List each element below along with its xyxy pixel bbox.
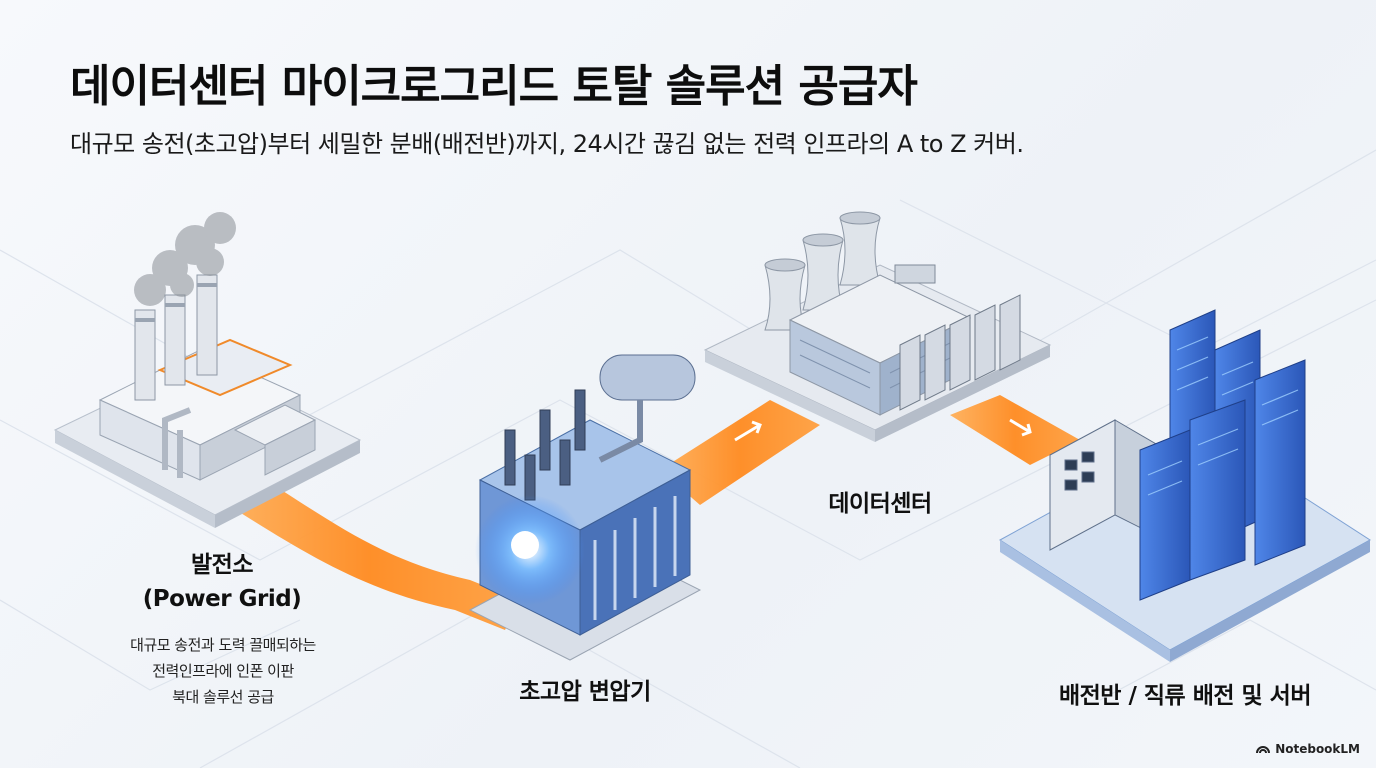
flow-band-datacenter-to-distribution — [950, 395, 1080, 465]
power-plant-desc-line-2: 전력인프라에 인폰 이판 — [152, 662, 294, 680]
power-plant-name-en: (Power Grid) — [142, 586, 302, 612]
power-plant-label: 발전소 (Power Grid) — [112, 548, 332, 616]
power-plant-description: 대규모 송전과 도력 끌매되하는 전력인프라에 인폰 이판 북대 솔루선 공급 — [78, 632, 368, 710]
power-plant-illustration — [53, 212, 362, 528]
power-plant-desc-line-1: 대규모 송전과 도력 끌매되하는 — [130, 636, 316, 654]
notebooklm-branding: NotebookLM — [1256, 742, 1360, 756]
transformer-illustration — [468, 354, 702, 661]
datacenter-illustration — [703, 211, 1052, 442]
page-title: 데이터센터 마이크로그리드 토탈 솔루션 공급자 — [70, 61, 918, 112]
page-subtitle: 대규모 송전(초고압)부터 세밀한 분배(배전반)까지, 24시간 끊김 없는 … — [70, 130, 1024, 158]
flow-band-plant-to-transformer — [220, 470, 520, 630]
power-plant-desc-line-3: 북대 솔루선 공급 — [172, 688, 274, 706]
distribution-label: 배전반 / 직류 배전 및 서버 — [1058, 683, 1312, 709]
distribution-servers-illustration — [999, 309, 1371, 662]
transformer-label: 초고압 변압기 — [519, 679, 651, 705]
flow-band-transformer-to-datacenter — [660, 400, 820, 505]
notebooklm-text: NotebookLM — [1275, 742, 1360, 756]
notebooklm-logo-icon — [1256, 746, 1271, 754]
datacenter-label: 데이터센터 — [828, 491, 932, 517]
power-plant-name: 발전소 — [191, 552, 253, 578]
